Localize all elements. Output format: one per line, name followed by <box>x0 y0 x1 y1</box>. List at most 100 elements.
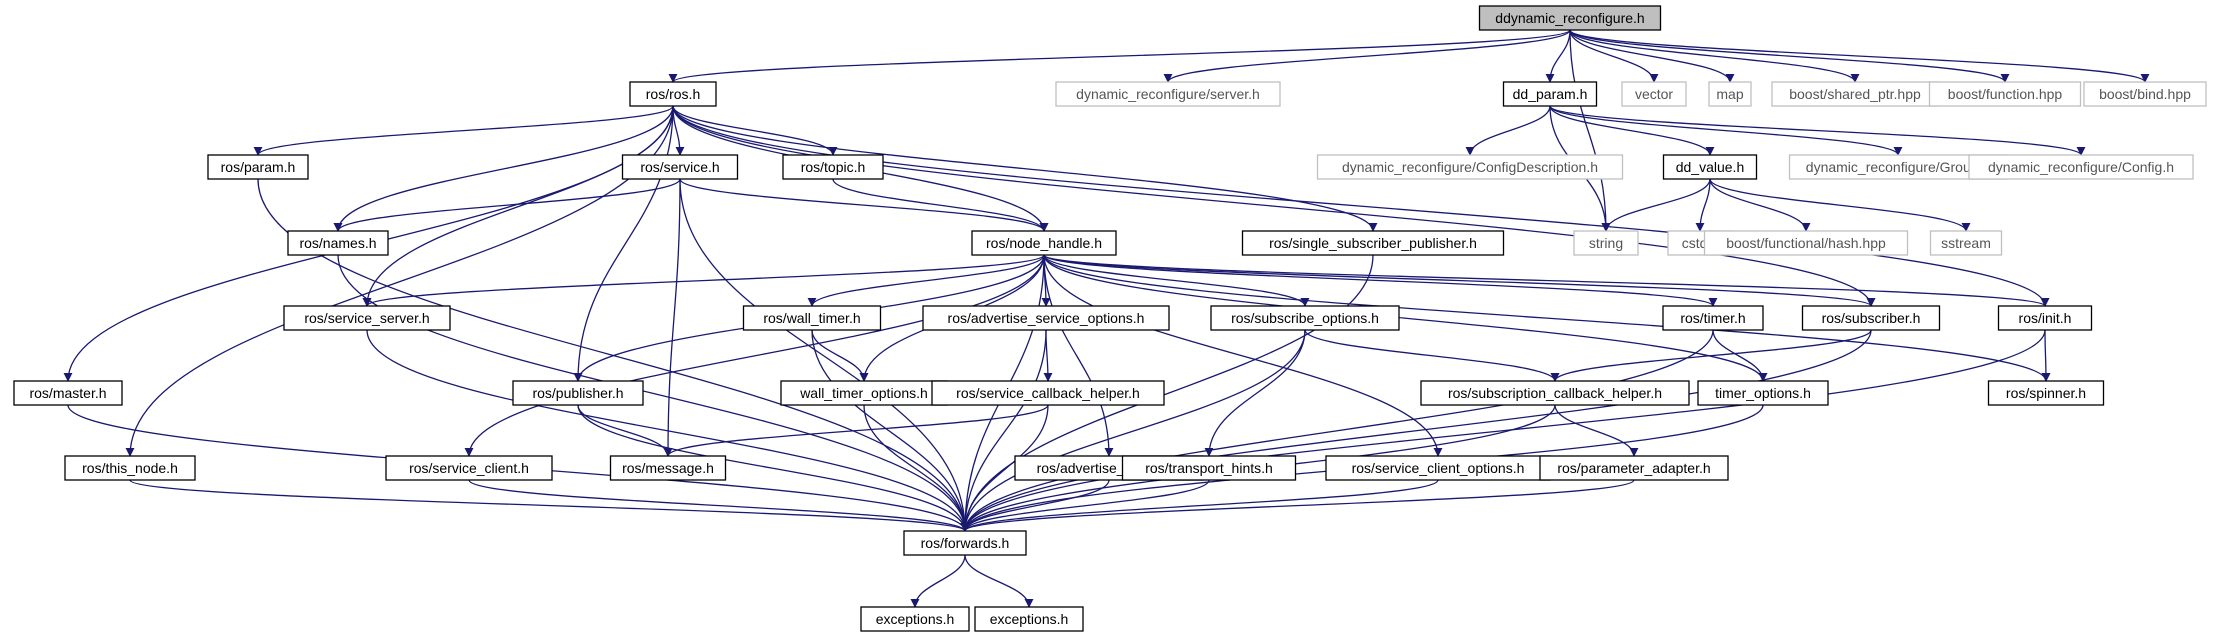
node-transport-hints[interactable]: ros/transport_hints.h <box>1121 455 1297 481</box>
edge-dd_param-to-dd_value <box>1549 105 1715 156</box>
edge-ros_names-to-forwards <box>337 254 970 532</box>
node-ros-master[interactable]: ros/master.h <box>13 380 123 406</box>
node-timer-opts[interactable]: timer_options.h <box>1697 380 1829 406</box>
edge-wall_timer-to-forwards <box>811 329 970 532</box>
edge-ros_publisher-to-ros_message <box>577 404 673 457</box>
node-box <box>1801 305 1941 331</box>
node-adv-srv-opts[interactable]: ros/advertise_service_options.h <box>922 305 1170 331</box>
node-service-client[interactable]: ros/service_client.h <box>385 455 553 481</box>
edge-dd_value-to-sstream <box>1709 178 1971 232</box>
edge-srv_cb_helper-to-ros_message <box>663 404 1049 457</box>
edge-node_handle-to-adv_opts <box>1043 254 1114 457</box>
node-wall-timer-opts[interactable]: wall_timer_options.h <box>780 380 948 406</box>
node-label: boost/functional/hash.hpp <box>1726 235 1886 251</box>
node-dd-param[interactable]: dd_param.h <box>1502 81 1598 107</box>
node-root[interactable]: ddynamic_reconfigure.h <box>1478 5 1662 31</box>
node-service-server[interactable]: ros/service_server.h <box>283 305 451 331</box>
node-label: ros/param.h <box>221 159 296 175</box>
node-box <box>1502 81 1598 107</box>
node-box <box>922 305 1170 331</box>
node-dd-value[interactable]: dd_value.h <box>1662 154 1758 180</box>
edge-ros_timer-to-timer_opts <box>1712 329 1768 382</box>
node-box <box>1121 455 1297 481</box>
node-label: dynamic_reconfigure/server.h <box>1076 86 1260 102</box>
node-box <box>1662 305 1764 331</box>
edge-single_sub_pub-to-forwards <box>960 254 1374 532</box>
node-label: dd_param.h <box>1513 86 1588 102</box>
node-label: ddynamic_reconfigure.h <box>1495 10 1644 26</box>
node-label: ros/service_client_options.h <box>1352 460 1525 476</box>
node-box <box>207 154 309 180</box>
node-label: dynamic_reconfigure/Group.h <box>1806 159 1990 175</box>
edge-wall_timer_opts-to-forwards <box>863 404 970 532</box>
node-ros-names[interactable]: ros/names.h <box>287 230 389 256</box>
node-sub-cb-helper[interactable]: ros/subscription_callback_helper.h <box>1420 380 1690 406</box>
node-ros-publisher[interactable]: ros/publisher.h <box>512 380 644 406</box>
edge-ros_service-to-ros_names <box>333 178 681 232</box>
node-label: ros/forwards.h <box>921 535 1010 551</box>
node-label: ros/names.h <box>299 235 376 251</box>
node-ros-topic[interactable]: ros/topic.h <box>782 154 884 180</box>
node-label: ros/advertise_service_options.h <box>948 310 1145 326</box>
node-box <box>1703 230 1909 256</box>
node-ros-timer[interactable]: ros/timer.h <box>1662 305 1764 331</box>
node-exceptions2[interactable]: exceptions.h <box>974 606 1084 632</box>
node-ros-message[interactable]: ros/message.h <box>609 455 727 481</box>
edge-ros_topic-to-node_handle <box>832 178 1049 232</box>
edge-root-to-sharedptr <box>1569 29 1860 83</box>
node-ros-service[interactable]: ros/service.h <box>621 154 739 180</box>
edge-ros_subscriber-to-forwards <box>960 329 1872 532</box>
node-box <box>931 380 1165 406</box>
node-sub-opts[interactable]: ros/subscribe_options.h <box>1210 305 1400 331</box>
edge-root-to-function <box>1569 29 2010 83</box>
node-map: map <box>1708 81 1752 107</box>
node-label: vector <box>1635 86 1673 102</box>
node-label: ros/spinner.h <box>2006 385 2086 401</box>
node-single-sub-pub[interactable]: ros/single_subscriber_publisher.h <box>1241 230 1505 256</box>
node-box <box>1316 154 1624 180</box>
node-box <box>1420 380 1690 406</box>
edge-dd_value-to-cstdio <box>1695 178 1711 232</box>
edge-srv_cb_helper-to-forwards <box>960 404 1049 532</box>
edge-ros_h-to-ros_param <box>253 105 674 156</box>
edge-transport_hints-to-forwards <box>960 479 1210 532</box>
edge-ros_init-to-forwards <box>960 329 2046 532</box>
node-ros-spinner[interactable]: ros/spinner.h <box>1987 380 2105 406</box>
node-box <box>1708 81 1752 107</box>
node-ros-subscriber[interactable]: ros/subscriber.h <box>1801 305 1941 331</box>
node-hash: boost/functional/hash.hpp <box>1703 230 1909 256</box>
node-vector: vector <box>1621 81 1687 107</box>
node-label: boost/bind.hpp <box>2099 86 2191 102</box>
node-wall-timer[interactable]: ros/wall_timer.h <box>742 305 882 331</box>
node-label: boost/function.hpp <box>1948 86 2063 102</box>
node-srv-client-opts[interactable]: ros/service_client_options.h <box>1325 455 1551 481</box>
node-ros-param[interactable]: ros/param.h <box>207 154 309 180</box>
node-this-node[interactable]: ros/this_node.h <box>64 455 196 481</box>
node-label: ros/transport_hints.h <box>1145 460 1273 476</box>
node-label: ros/subscriber.h <box>1822 310 1921 326</box>
node-exceptions1[interactable]: exceptions.h <box>860 606 970 632</box>
node-box <box>1928 81 2082 107</box>
node-param-adapter[interactable]: ros/parameter_adapter.h <box>1539 455 1729 481</box>
nodes-layer: ddynamic_reconfigure.h ros/ros.h dynamic_r… <box>13 5 2207 632</box>
node-box <box>287 230 389 256</box>
node-forwards[interactable]: ros/forwards.h <box>903 530 1027 556</box>
node-srv-cb-helper[interactable]: ros/service_callback_helper.h <box>931 380 1165 406</box>
edge-sub_opts-to-sub_cb_helper <box>1304 329 1560 382</box>
node-node-handle[interactable]: ros/node_handle.h <box>971 230 1117 256</box>
node-box <box>1997 305 2093 331</box>
node-box <box>782 154 884 180</box>
node-box <box>1539 455 1729 481</box>
node-box <box>1929 230 2003 256</box>
edge-ros_h-to-ros_service <box>672 105 685 156</box>
node-label: ros/single_subscriber_publisher.h <box>1269 235 1477 251</box>
node-configdesc: dynamic_reconfigure/ConfigDescription.h <box>1316 154 1624 180</box>
edge-ros_h-to-ros_init <box>672 105 2050 307</box>
node-box <box>780 380 948 406</box>
node-ros-init[interactable]: ros/init.h <box>1997 305 2093 331</box>
node-function: boost/function.hpp <box>1928 81 2082 107</box>
node-label: timer_options.h <box>1715 385 1811 401</box>
node-ros-h[interactable]: ros/ros.h <box>629 81 717 107</box>
edge-node_handle-to-timer_opts <box>1043 254 1768 382</box>
